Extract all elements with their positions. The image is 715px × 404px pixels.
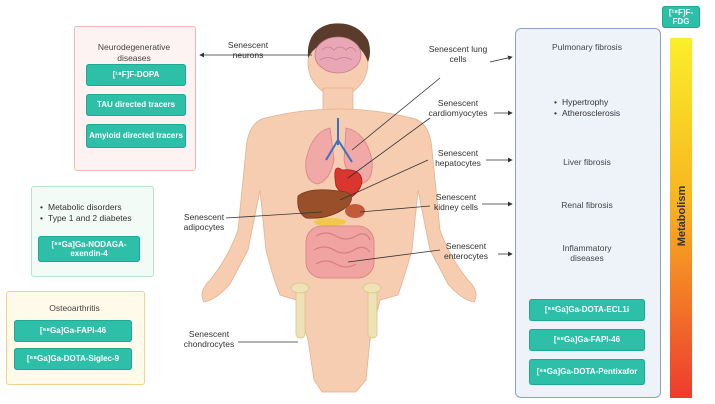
- label-senescent-chondrocytes: Senescent chondrocytes: [183, 329, 235, 349]
- label-senescent-adipocytes: Senescent adipocytes: [183, 212, 225, 232]
- label-senescent-kidney: Senescent kidney cells: [434, 192, 478, 212]
- disease-pulmonary-fibrosis: Pulmonary fibrosis: [552, 42, 622, 52]
- osteo-title: Osteoarthritis: [49, 303, 100, 313]
- brain-icon: [314, 36, 362, 74]
- cardio-bullets: Hypertrophy Atherosclerosis: [554, 97, 620, 119]
- bullet-metabolic-disorders: Metabolic disorders: [40, 202, 132, 213]
- metabolism-label: Metabolism: [676, 185, 688, 247]
- tracer-fapi-left: [⁶⁸Ga]Ga-FAPI-46: [14, 320, 132, 342]
- label-senescent-hepato: Senescent hepatocytes: [435, 148, 481, 168]
- neuro-title: Neurodegenerative diseases: [97, 42, 171, 63]
- metabolic-bullets: Metabolic disorders Type 1 and 2 diabete…: [40, 202, 132, 224]
- tracer-fdg: [¹⁸F]F-FDG: [662, 6, 700, 28]
- knee-bones-icon: [290, 282, 382, 339]
- lungs-icon: [305, 127, 335, 185]
- metabolism-gradient-bar: [670, 38, 692, 398]
- tracer-fapi-right: [⁶⁸Ga]Ga-FAPI-46: [529, 329, 645, 351]
- kidney-icon: [345, 204, 365, 218]
- label-senescent-entero: Senescent enterocytes: [444, 241, 488, 261]
- tracer-siglec: [⁶⁸Ga]Ga-DOTA-Siglec-9: [14, 348, 132, 370]
- label-senescent-cardio: Senescent cardiomyocytes: [428, 98, 488, 118]
- tracer-exendin: [⁶⁸Ga]Ga-NODAGA-exendin-4: [38, 236, 140, 262]
- hair: [307, 23, 370, 62]
- label-senescent-lung: Senescent lung cells: [428, 44, 488, 64]
- tracer-tau: TAU directed tracers: [86, 94, 186, 116]
- tracer-amyloid: Amyloid directed tracers: [86, 124, 186, 148]
- metabolic-box: [31, 186, 154, 277]
- disease-liver-fibrosis: Liver fibrosis: [563, 157, 611, 167]
- tracer-pentixafor: [⁶⁸Ga]Ga-DOTA-Pentixafor: [529, 359, 645, 385]
- bullet-hypertrophy: Hypertrophy: [554, 97, 620, 108]
- tracer-f-dopa: [¹⁸F]F-DOPA: [86, 64, 186, 86]
- disease-renal-fibrosis: Renal fibrosis: [561, 200, 613, 210]
- label-senescent-neurons: Senescent neurons: [227, 40, 269, 60]
- tracer-ecl1i: [⁶⁸Ga]Ga-DOTA-ECL1i: [529, 299, 645, 321]
- bullet-diabetes: Type 1 and 2 diabetes: [40, 213, 132, 224]
- bullet-atherosclerosis: Atherosclerosis: [554, 108, 620, 119]
- disease-inflammatory: Inflammatory diseases: [562, 243, 612, 263]
